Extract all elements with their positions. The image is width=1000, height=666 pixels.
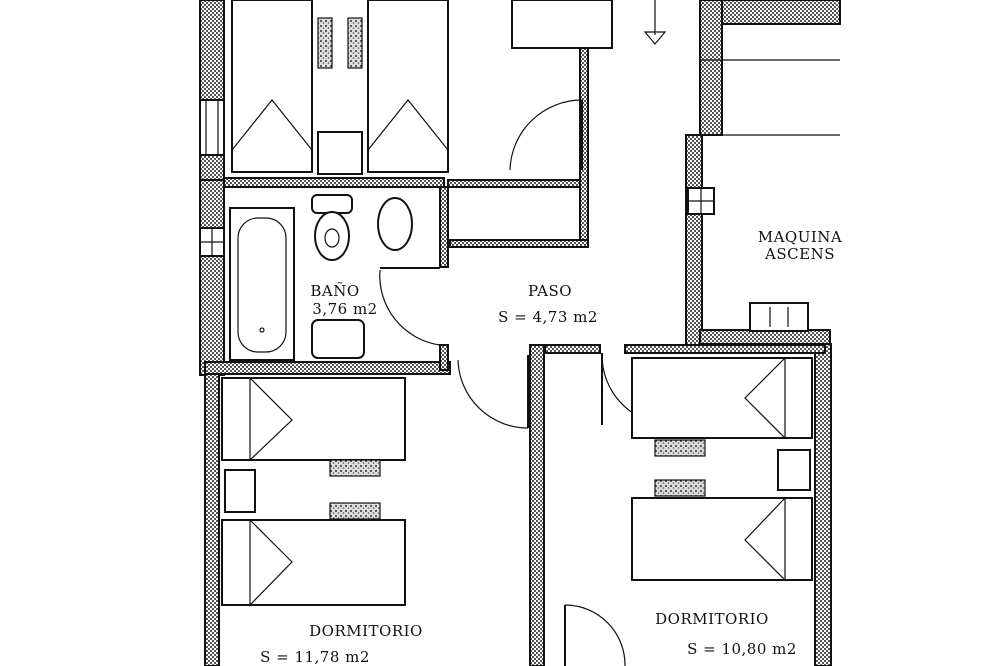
left-bedroom-beds [221, 377, 406, 607]
ascens-label: ASCENS [764, 245, 835, 263]
maquina-label: MAQUINA [758, 228, 843, 246]
right-bedroom-beds [631, 357, 813, 582]
paso-area: S = 4,73 m2 [498, 308, 598, 326]
bano-area: 3,76 m2 [312, 300, 377, 318]
dormitorio-right-area: S = 10,80 m2 [687, 640, 797, 658]
top-beds [231, 0, 840, 175]
dormitorio-right-label: DORMITORIO [655, 610, 769, 628]
paso-label: PASO [528, 282, 572, 300]
bano-label: BAÑO [310, 282, 359, 300]
bathroom-fixtures [229, 194, 441, 361]
dormitorio-left-area: S = 11,78 m2 [260, 648, 370, 666]
dormitorio-left-label: DORMITORIO [309, 622, 423, 640]
windows [199, 99, 809, 332]
